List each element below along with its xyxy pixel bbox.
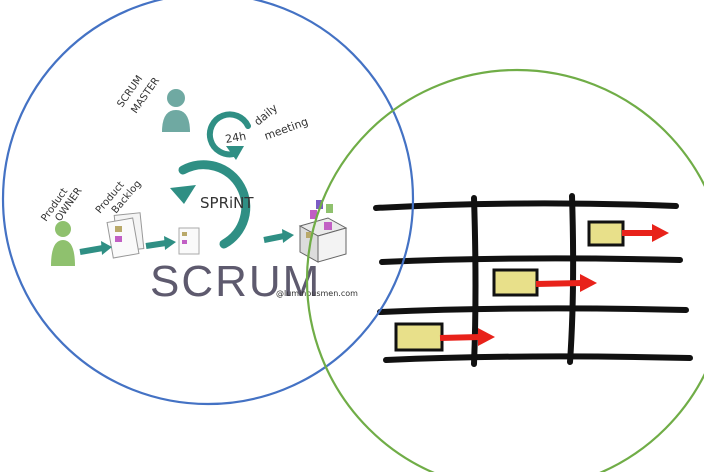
flow-arrow-3-icon bbox=[263, 229, 294, 243]
product-increment-box-icon bbox=[298, 200, 348, 263]
board-row-line bbox=[377, 305, 689, 315]
daily-meeting-duration: 24h bbox=[224, 130, 247, 146]
product-backlog-documents-icon bbox=[106, 212, 145, 259]
board-row-line bbox=[379, 255, 683, 265]
scrum-title: SCRUM bbox=[150, 257, 321, 306]
scrum-circle bbox=[1, 0, 415, 406]
sprint-label: SPRiNT bbox=[200, 194, 254, 212]
flow-arrow-1-icon bbox=[79, 241, 112, 255]
scrum-master-person-icon bbox=[162, 89, 190, 132]
sprint-arrow-head-icon bbox=[170, 185, 196, 204]
kanban-card bbox=[394, 322, 444, 352]
board-row-line bbox=[383, 353, 693, 363]
credit-text: @luminousmen.com bbox=[276, 289, 358, 298]
daily-meeting-loop bbox=[206, 111, 251, 160]
loop-arrow-head-icon bbox=[226, 146, 244, 160]
board-column-line bbox=[471, 195, 479, 367]
board-column-line bbox=[567, 193, 577, 365]
move-arrow-icon bbox=[439, 328, 495, 346]
flow-arrow-2-icon bbox=[145, 236, 176, 250]
sprint-cycle bbox=[170, 160, 251, 249]
kanban-circle bbox=[305, 68, 704, 472]
move-arrow-icon bbox=[535, 274, 597, 292]
move-arrow-icon bbox=[622, 224, 669, 242]
kanban-card bbox=[492, 268, 539, 297]
scrum-diagram: SCRUM MASTER 24h daily meeting SPRiNT Pr… bbox=[39, 74, 358, 306]
daily-meeting-label-line-1: daily bbox=[252, 101, 281, 128]
kanban-card bbox=[587, 220, 625, 247]
board-row-line bbox=[373, 200, 679, 211]
kanban-board bbox=[373, 193, 693, 367]
product-owner-person-icon bbox=[51, 221, 75, 266]
sprint-backlog-document-icon bbox=[178, 227, 200, 255]
